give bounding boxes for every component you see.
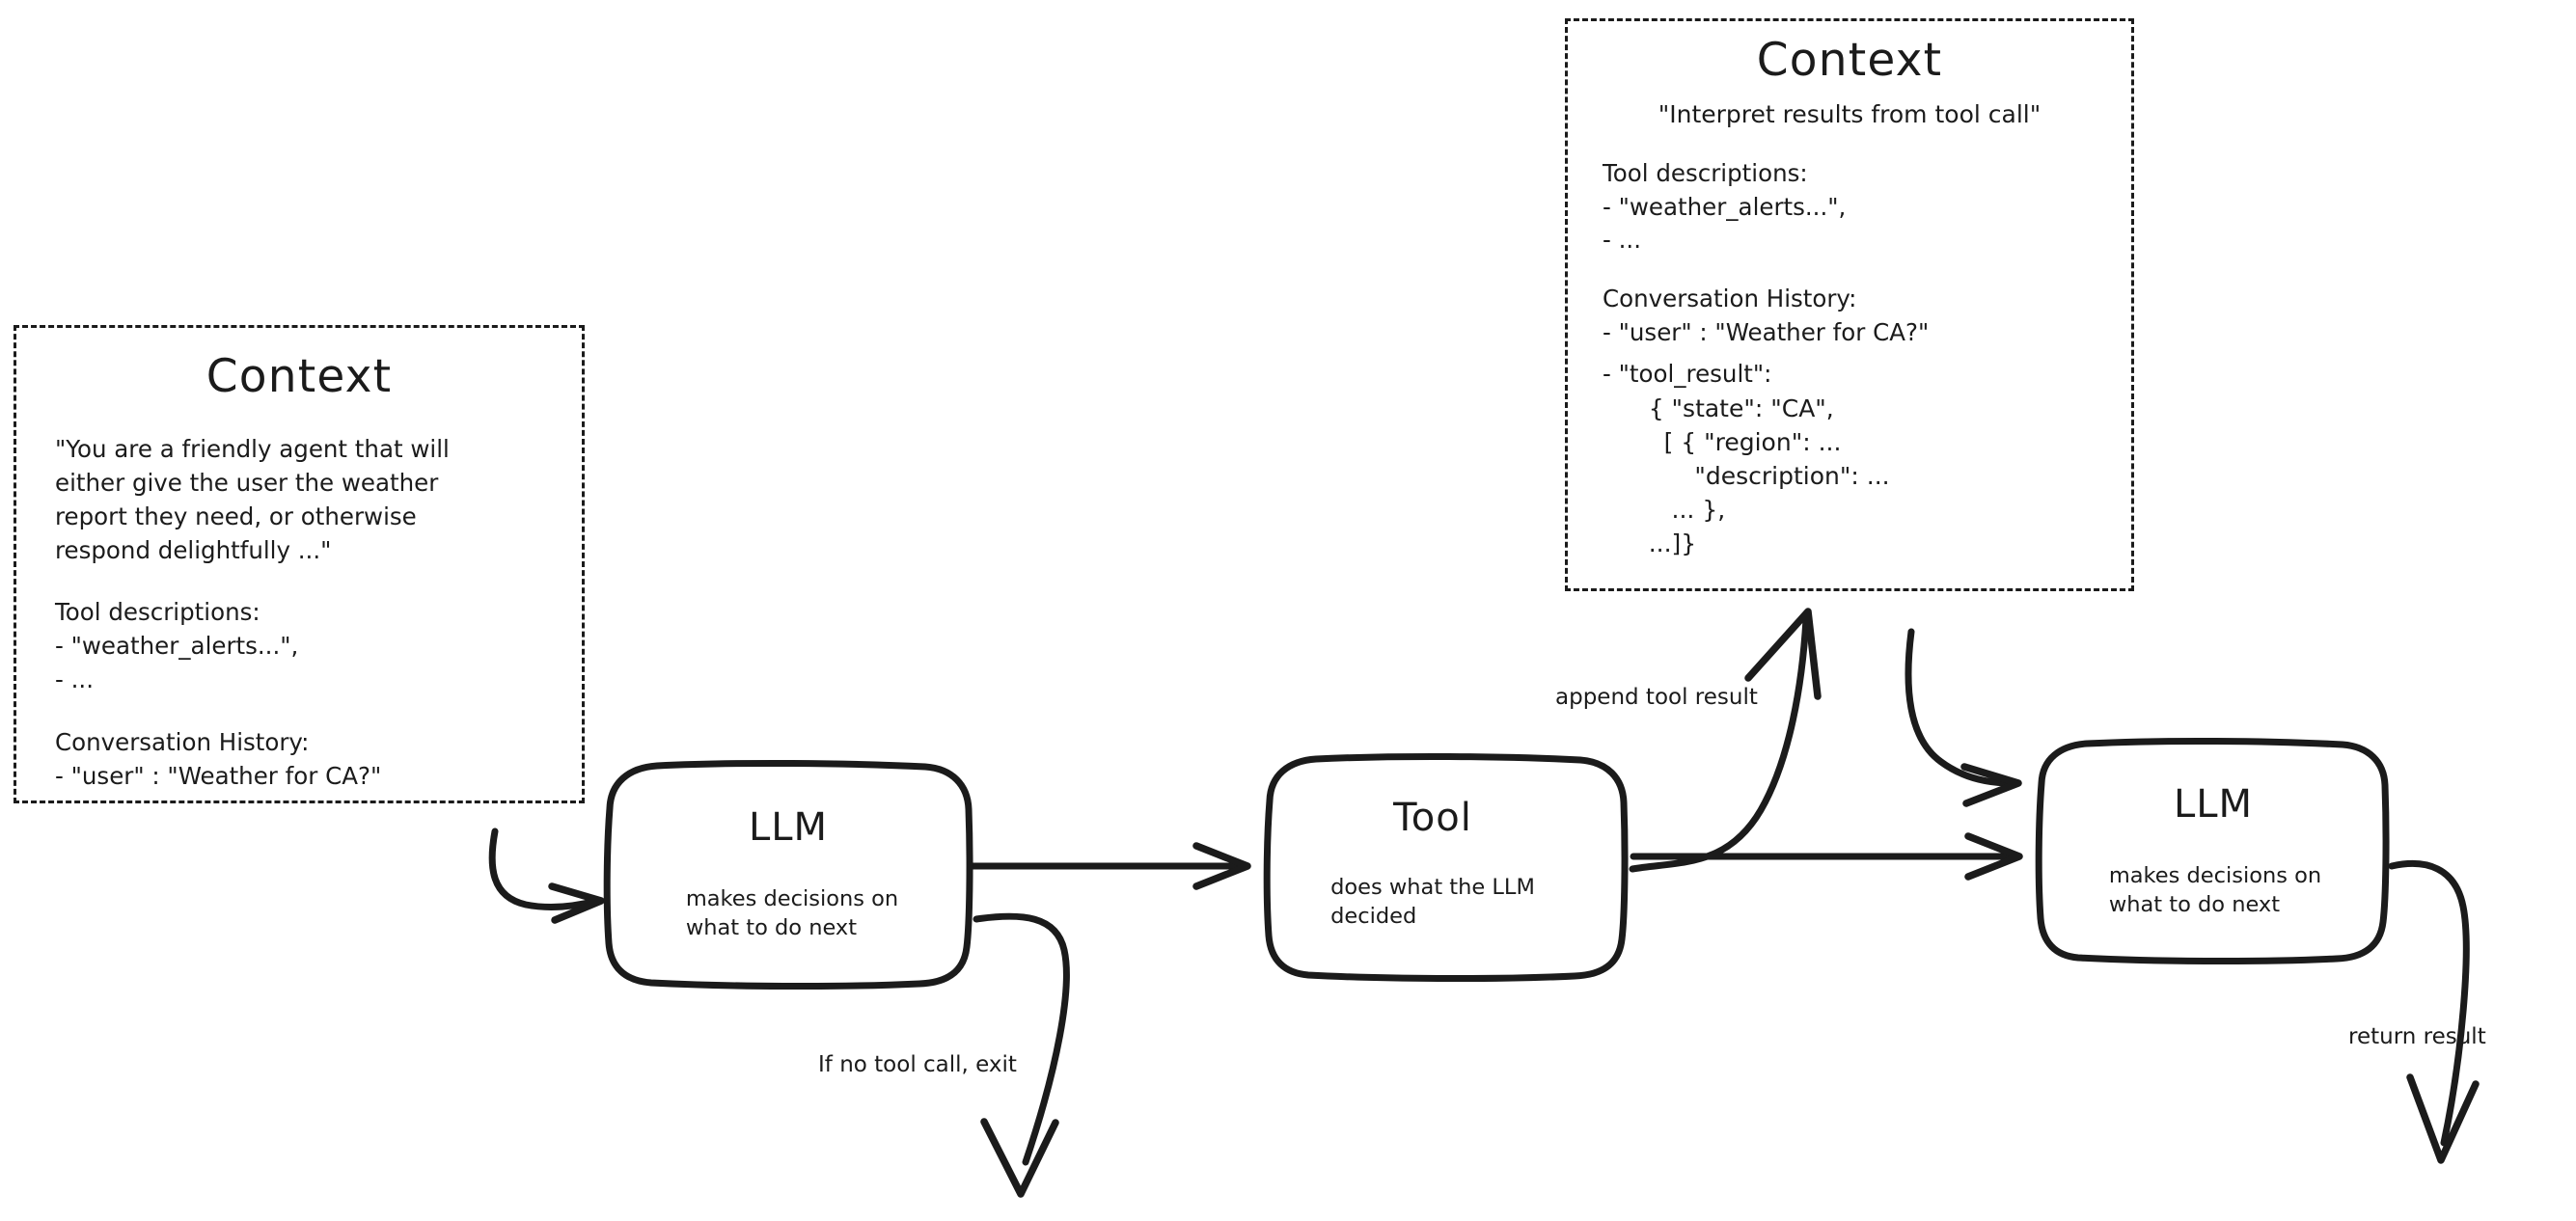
node-llm-2-subtitle: makes decisions on what to do next — [2108, 863, 2322, 917]
edge-label-append-tool-result: append tool result — [1555, 685, 1758, 710]
edge-label-if-no-tool-call-exit: If no tool call, exit — [818, 1052, 1017, 1077]
context-left-conversation-history: Conversation History: - "user" : "Weathe… — [55, 727, 382, 790]
arrow-context-right-to-llm2 — [1905, 628, 2022, 807]
context-right-instruction: "Interpret results from tool call" — [1658, 100, 2042, 129]
node-llm-1-outline — [603, 759, 973, 990]
context-box-left: Context "You are a friendly agent that w… — [14, 325, 585, 803]
arrow-tool-to-llm2 — [1630, 832, 2023, 881]
node-tool-outline — [1263, 752, 1629, 983]
node-llm-1[interactable]: LLM makes decisions on what to do next — [601, 758, 975, 990]
arrow-tool-to-context-right — [1629, 608, 1822, 873]
context-right-tool-descriptions: Tool descriptions: - "weather_alerts..."… — [1603, 158, 1847, 255]
edge-label-return-result: return result — [2348, 1024, 2486, 1049]
node-tool-title: Tool — [1393, 796, 1472, 840]
node-llm-2-title: LLM — [2173, 782, 2254, 827]
arrow-llm2-return — [2388, 859, 2480, 1164]
context-right-title: Context — [1756, 34, 1943, 87]
context-box-right: Context "Interpret results from tool cal… — [1565, 18, 2134, 591]
context-right-conversation-history: Conversation History: - "user" : "Weathe… — [1603, 285, 1930, 346]
context-right-tool-result-label: - "tool_result": — [1603, 359, 1772, 388]
node-llm-1-title: LLM — [748, 805, 829, 850]
context-left-system-prompt: "You are a friendly agent that will eith… — [55, 435, 450, 564]
context-left-title: Context — [206, 350, 393, 403]
node-tool-subtitle: does what the LLM decided — [1330, 875, 1535, 929]
node-llm-1-subtitle: makes decisions on what to do next — [685, 886, 899, 940]
node-tool[interactable]: Tool does what the LLM decided — [1262, 752, 1631, 984]
node-llm-2[interactable]: LLM makes decisions on what to do next — [2034, 737, 2393, 966]
context-right-tool-result-json: { "state": "CA", [ { "region": ... "desc… — [1648, 393, 1890, 557]
arrow-context-to-llm1 — [488, 828, 605, 924]
node-llm-2-outline — [2035, 737, 2390, 965]
arrow-llm1-to-tool — [969, 842, 1251, 890]
context-left-tool-descriptions: Tool descriptions: - "weather_alerts..."… — [55, 598, 299, 694]
